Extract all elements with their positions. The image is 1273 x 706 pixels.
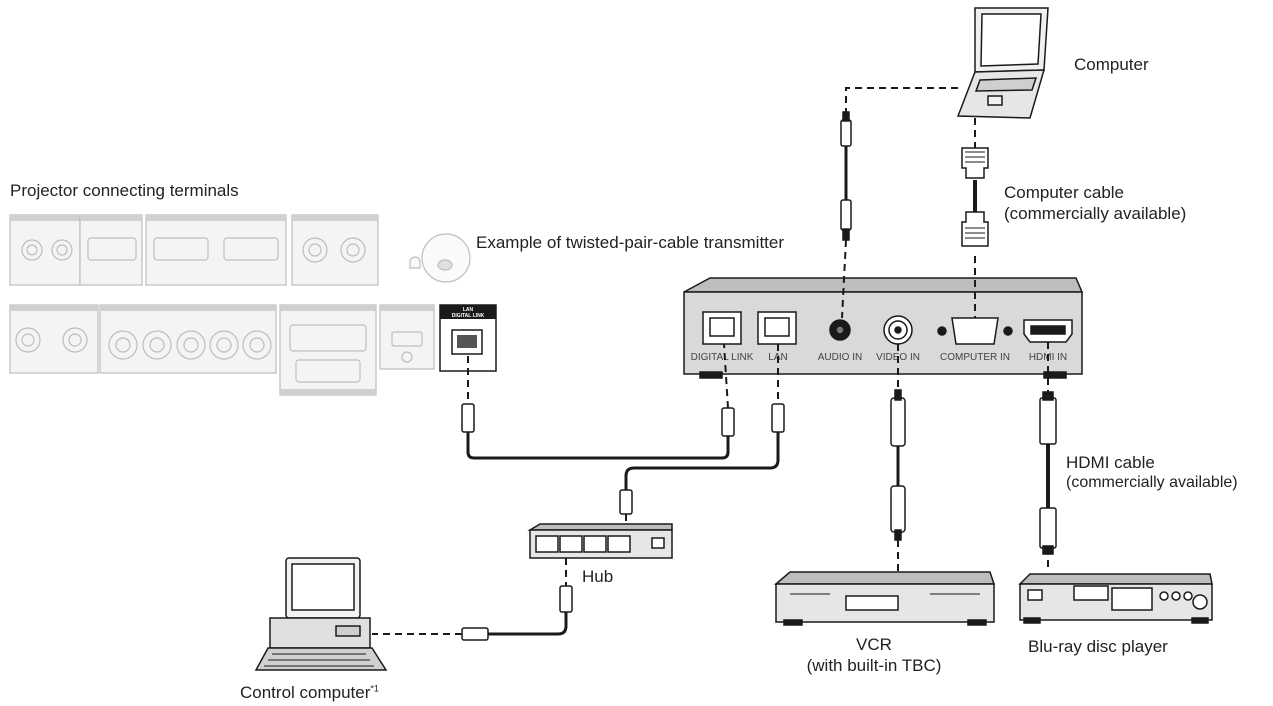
control-computer-icon <box>254 557 388 671</box>
digital-link-label: DIGITAL LINK <box>452 313 485 319</box>
vcr-line2: (with built-in TBC) <box>806 656 942 676</box>
audio-cable-dashed-lower <box>841 239 847 319</box>
vga-plug-top <box>961 147 989 179</box>
rj45-plug-digital-link <box>721 407 735 437</box>
vcr-line1: VCR <box>856 635 892 654</box>
hdmi-cable-label: HDMI cable (commercially available) <box>1066 452 1238 493</box>
connector-plugs <box>461 111 1057 641</box>
hdmi-plug-bottom <box>1039 507 1057 549</box>
twisted-pair-transmitter <box>683 277 1084 379</box>
computer-cable-line2: (commercially available) <box>1004 204 1187 224</box>
laptop-icon <box>956 7 1049 119</box>
rca-plug-top <box>890 397 906 447</box>
lan-cable <box>624 432 780 490</box>
hdmi-cable-line2: (commercially available) <box>1066 474 1238 492</box>
digital-link-cable <box>466 432 730 460</box>
transmitter-example-label: Example of twisted-pair-cable transmitte… <box>476 233 785 252</box>
vga-plug-bottom <box>961 211 989 247</box>
rj45-plug-hub-upper <box>619 489 633 515</box>
hdmi-plug-top <box>1039 397 1057 445</box>
control-computer-text: Control computer <box>240 683 371 702</box>
control-computer-footnote: *1 <box>370 683 379 694</box>
audio-plug-bottom <box>840 199 852 231</box>
rca-plug-bottom <box>890 485 906 533</box>
lan-label: LAN <box>463 307 474 313</box>
rj45-plug-hub-lower <box>559 585 573 613</box>
projector-terminal-panel <box>9 214 471 396</box>
bluray-label: Blu-ray disc player <box>1028 637 1168 656</box>
control-computer-label: Control computer*1 <box>240 682 379 703</box>
hub-icon <box>527 523 673 559</box>
projector-lan-digital-link-terminal: LAN DIGITAL LINK <box>439 304 497 372</box>
digital-link-port-label: DIGITAL LINK <box>691 352 754 363</box>
hdmi-cable-line1: HDMI cable <box>1066 453 1155 472</box>
bluray-player-icon <box>1018 573 1213 624</box>
hub-cable <box>488 612 568 636</box>
cables <box>372 87 1050 636</box>
audio-cable-dashed <box>845 87 958 120</box>
rj45-plug-control <box>461 627 489 641</box>
projector-terminals-label: Projector connecting terminals <box>10 181 239 200</box>
audio-in-port-label: AUDIO IN <box>818 352 862 363</box>
computer-cable-line1: Computer cable <box>1004 183 1125 202</box>
computer-in-port-label: COMPUTER IN <box>940 352 1010 363</box>
computer-cable-label: Computer cable (commercially available) <box>1004 182 1186 225</box>
rj45-plug-lan <box>771 403 785 433</box>
rj45-plug-projector <box>461 403 475 433</box>
hub-label: Hub <box>582 567 614 586</box>
vcr-label: VCR (with built-in TBC) <box>786 634 962 677</box>
digital-link-cable-dashed-b <box>723 343 729 409</box>
vcr-icon <box>773 571 996 626</box>
audio-plug-top <box>840 119 852 147</box>
computer-label: Computer <box>1074 55 1149 74</box>
